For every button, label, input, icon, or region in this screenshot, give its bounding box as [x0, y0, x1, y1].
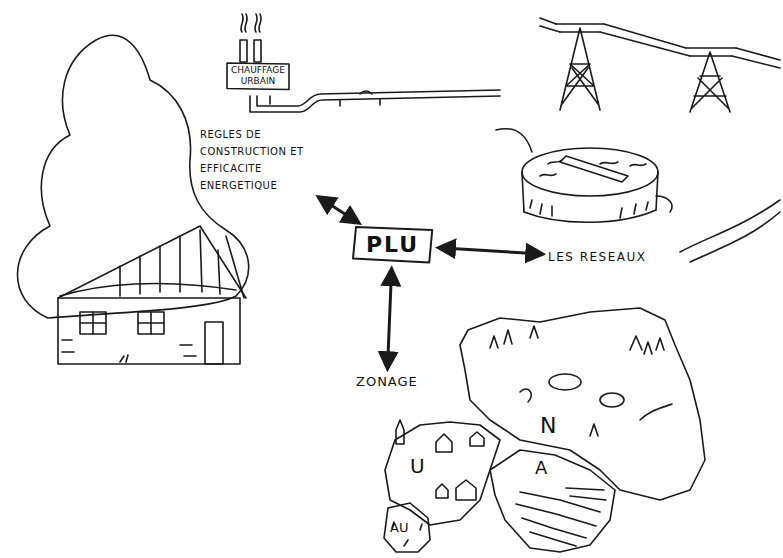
node-text: REGLES DE CONSTRUCTION ET EFFICACITE ENE… [200, 126, 322, 194]
insulated-house-part [62, 340, 196, 362]
zone-au-border [384, 503, 430, 552]
rules-label: REGLES DE CONSTRUCTION ET EFFICACITE ENE… [200, 126, 322, 194]
power-line-part [556, 24, 604, 32]
district-heating [240, 14, 500, 112]
district-heating-part [270, 91, 380, 106]
plu-box: PLU [352, 226, 433, 264]
node-text: CHAUFFAGE URBAIN [230, 65, 286, 88]
zoning-label: ZONAGE [356, 374, 418, 390]
insulated-house-part [17, 35, 248, 318]
map-details-part [516, 492, 600, 546]
double-arrow [319, 197, 359, 223]
zone-letter: U [410, 454, 425, 479]
insulated-house [17, 35, 248, 364]
zone-letter: A [535, 457, 547, 480]
map-details-part [396, 420, 404, 444]
power-line-part [690, 52, 730, 112]
water-treatment-part [540, 160, 646, 176]
district-heating-part [255, 14, 261, 32]
heating-box: CHAUFFAGE URBAIN [226, 62, 290, 91]
map-details [392, 326, 672, 546]
heating-box-border [227, 63, 289, 90]
map-details-part [456, 480, 476, 500]
zone-n-outline [455, 300, 710, 506]
zone-u-outline [380, 418, 505, 530]
insulated-house-part [60, 283, 236, 296]
power-line-part [560, 28, 600, 110]
node-text: LES RESEAUX [548, 250, 647, 265]
node-text: PLU [366, 231, 419, 259]
water-treatment [496, 129, 780, 262]
zone-a-outline [485, 445, 620, 557]
insulated-house-part [58, 298, 240, 364]
district-heating-part [241, 14, 247, 32]
zone-letter: AU [390, 520, 408, 536]
zone-n: N [455, 300, 710, 506]
insulated-house-part [58, 226, 246, 298]
insulated-house-part [226, 236, 244, 298]
map-details-part [549, 374, 581, 390]
district-heating-part [257, 90, 500, 106]
district-heating-part [254, 40, 261, 62]
zone-u: U [380, 418, 505, 530]
map-details-part [470, 432, 484, 446]
node-text: ZONAGE [356, 374, 418, 390]
district-heating-part [240, 40, 247, 62]
map-details-part [600, 393, 624, 407]
insulated-house-part [80, 312, 106, 334]
zone-au: AU [380, 500, 435, 556]
water-treatment-part [530, 200, 648, 218]
insulated-house-part [120, 230, 220, 296]
insulated-house-part [138, 312, 164, 334]
water-treatment-part [656, 196, 672, 212]
power-line [540, 18, 780, 112]
map-details-part [566, 488, 606, 500]
zone-n-border [460, 308, 705, 500]
insulated-house-part [80, 312, 106, 334]
map-details-part [630, 336, 664, 354]
water-treatment-part [496, 129, 532, 152]
networks-label: LES RESEAUX [548, 250, 647, 265]
zone-a: A [485, 445, 620, 557]
map-details-part [490, 326, 538, 348]
map-details-part [436, 434, 452, 452]
zone-letter: N [540, 412, 556, 440]
water-treatment-part [522, 148, 658, 196]
insulated-house-part [138, 312, 164, 334]
power-line-part [686, 48, 736, 56]
district-heating-part [250, 96, 500, 112]
water-treatment-part [524, 210, 656, 222]
map-details-part [436, 484, 448, 498]
water-treatment-part [680, 200, 780, 262]
insulated-house-part [205, 322, 223, 364]
zone-a-border [490, 450, 615, 552]
power-line-part [540, 18, 780, 68]
zone-u-border [385, 422, 500, 525]
water-treatment-part [560, 156, 628, 182]
plu-box-border [353, 227, 432, 263]
double-arrow [439, 248, 542, 254]
double-arrow [388, 269, 392, 368]
